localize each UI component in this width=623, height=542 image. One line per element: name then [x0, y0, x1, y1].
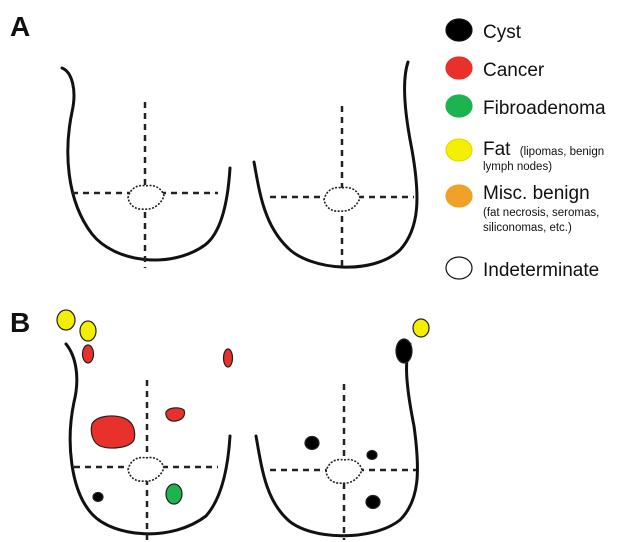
legend-item-misc-benign: Misc. benign (fat necrosis, seromas, sil…: [446, 183, 599, 234]
legend-line-fat: Fat (lipomas, benign: [483, 139, 604, 160]
legend-item-fat: Fat (lipomas, benign lymph nodes): [446, 139, 604, 173]
panel-a-right-nipple: [324, 187, 360, 211]
fat-legend-swatch: [446, 139, 472, 161]
legend-note-fat-2: lymph nodes): [483, 161, 552, 173]
panel-a-breast-diagram: [62, 62, 417, 268]
legend-item-cyst: Cyst: [446, 19, 522, 43]
legend-item-indeterminate: Indeterminate: [446, 257, 599, 281]
legend-label-misc-benign: Misc. benign: [483, 183, 590, 204]
cancer-lesion-marker: [166, 408, 185, 421]
cyst-legend-swatch: [446, 19, 472, 41]
cyst-lesion-marker: [305, 437, 319, 450]
legend-note-misc-1: (fat necrosis, seromas,: [483, 207, 599, 219]
legend-note-misc-2: siliconomas, etc.): [483, 222, 572, 234]
indeterminate-legend-swatch: [446, 257, 472, 279]
cyst-lesion-marker: [367, 451, 377, 460]
legend-label-cancer: Cancer: [483, 60, 545, 81]
cancer-lesion-marker: [91, 416, 134, 448]
panel-label-a: A: [10, 11, 30, 42]
legend-note-fat-1: (lipomas, benign: [520, 146, 604, 158]
panel-b-right-breast-outline: [256, 344, 417, 536]
panel-a-left-nipple: [128, 185, 164, 209]
panel-label-b: B: [10, 307, 30, 338]
cyst-lesion-marker: [396, 339, 412, 363]
panel-b-lesions: [57, 310, 429, 509]
fat-lesion-marker: [413, 319, 429, 337]
cancer-lesion-marker: [83, 345, 94, 363]
cyst-lesion-marker: [93, 493, 103, 502]
legend-label-fat: Fat: [483, 139, 511, 160]
cancer-legend-swatch: [446, 57, 472, 79]
fat-lesion-marker: [80, 321, 96, 341]
panel-a-right-breast-outline: [254, 62, 417, 267]
panel-a-left-breast-outline: [62, 68, 230, 260]
legend-label-cyst: Cyst: [483, 22, 522, 43]
legend-label-indeterminate: Indeterminate: [483, 260, 599, 281]
legend-label-fibroadenoma: Fibroadenoma: [483, 98, 606, 119]
cyst-lesion-marker: [366, 496, 380, 509]
cancer-lesion-marker: [224, 349, 233, 367]
panel-b-right-nipple: [326, 459, 362, 483]
panel-b-left-nipple: [128, 457, 164, 481]
misc-benign-legend-swatch: [446, 185, 472, 207]
fat-lesion-marker: [57, 310, 75, 330]
legend: Cyst Cancer Fibroadenoma Fat (lipomas, b…: [446, 19, 606, 281]
fibroadenoma-lesion-marker: [166, 484, 182, 504]
legend-item-fibroadenoma: Fibroadenoma: [446, 95, 606, 119]
legend-item-cancer: Cancer: [446, 57, 545, 81]
fibroadenoma-legend-swatch: [446, 95, 472, 117]
